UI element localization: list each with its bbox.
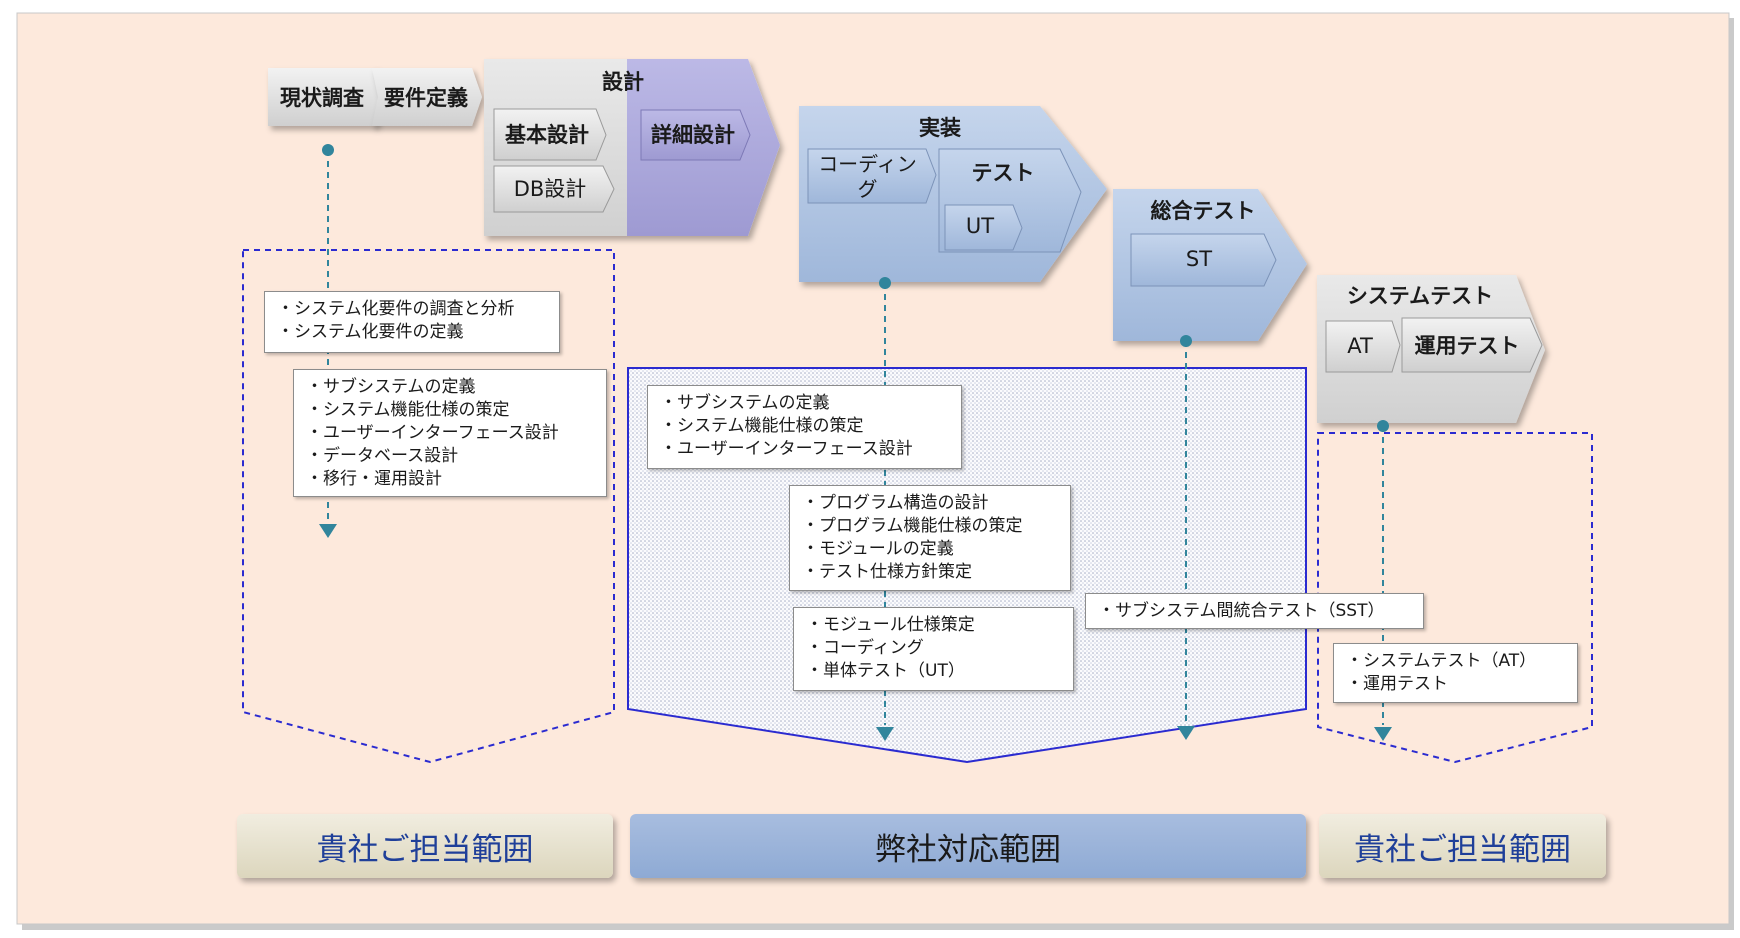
our-scope-band: 弊社対応範囲: [630, 814, 1306, 878]
task-item: ・ユーザーインターフェース設計: [306, 423, 559, 443]
detail-design-chevron: [640, 109, 751, 161]
design-title: 設計: [602, 70, 644, 94]
task-item: ・ユーザーインターフェース設計: [660, 439, 913, 459]
survey-label: 現状調査: [280, 86, 364, 110]
requirements-label: 要件定義: [384, 86, 468, 110]
at-chevron: [1325, 320, 1401, 373]
db-design-label: DB設計: [513, 177, 587, 201]
integration-task-box: ・サブシステム間統合テスト（SST）: [1085, 593, 1424, 629]
task-item: ・運用テスト: [1346, 674, 1448, 694]
basic-design-label: 基本設計: [505, 123, 589, 147]
coding-chevron: [807, 148, 937, 204]
ut-label: UT: [965, 214, 995, 238]
task-item: ・サブシステム間統合テスト（SST）: [1098, 601, 1385, 621]
implementation-title: 実装: [919, 116, 961, 140]
ut-chevron: [944, 204, 1023, 251]
client-scope-right-band: 貴社ご担当範囲: [1319, 814, 1606, 878]
task-item: ・システム化要件の定義: [277, 322, 464, 342]
detail-design-label: 詳細設計: [651, 123, 735, 147]
task-item: ・移行・運用設計: [306, 469, 442, 489]
task-item: ・モジュールの定義: [802, 539, 954, 559]
task-item: ・システム化要件の調査と分析: [277, 299, 515, 319]
task-item: ・サブシステムの定義: [306, 377, 476, 397]
task-item: ・プログラム機能仕様の策定: [802, 516, 1023, 536]
integration-title: 総合テスト: [1150, 199, 1256, 223]
basic-design-task-box: ・サブシステムの定義 ・システム機能仕様の策定 ・ユーザーインターフェース設計 …: [293, 369, 607, 497]
st-chevron: [1130, 233, 1277, 287]
at-label: AT: [1347, 334, 1373, 358]
survey-chevron: [268, 68, 382, 126]
system-test-arrow: [1374, 420, 1392, 741]
our-basic-task-box: ・サブシステムの定義 ・システム機能仕様の策定 ・ユーザーインターフェース設計: [647, 385, 962, 469]
task-item: ・サブシステムの定義: [660, 393, 830, 413]
system-test-title: システムテスト: [1346, 284, 1494, 308]
requirements-chevron: [372, 68, 482, 126]
task-item: ・システム機能仕様の策定: [660, 416, 864, 436]
db-design-chevron: [493, 165, 615, 213]
task-item: ・コーディング: [806, 638, 924, 658]
requirements-task-box: ・システム化要件の調査と分析 ・システム化要件の定義: [264, 291, 560, 353]
st-label: ST: [1185, 247, 1213, 271]
detail-design-task-box: ・プログラム構造の設計 ・プログラム機能仕様の策定 ・モジュールの定義 ・テスト…: [789, 485, 1071, 591]
task-item: ・単体テスト（UT）: [806, 661, 965, 681]
task-item: ・システム機能仕様の策定: [306, 400, 510, 420]
task-item: ・テスト仕様方針策定: [802, 562, 972, 582]
task-item: ・モジュール仕様策定: [806, 615, 975, 635]
test-label: テスト: [971, 161, 1035, 185]
implementation-task-box: ・モジュール仕様策定 ・コーディング ・単体テスト（UT）: [793, 607, 1074, 691]
integration-arrow: [1177, 335, 1195, 740]
client-scope-left-band: 貴社ご担当範囲: [237, 814, 613, 878]
task-item: ・システムテスト（AT）: [1346, 651, 1537, 671]
basic-design-chevron: [493, 108, 607, 161]
operation-test-chevron: [1401, 317, 1543, 373]
task-item: ・データベース設計: [306, 446, 459, 466]
client-scope-right-outline: [1317, 432, 1593, 764]
client-scope-left-outline: [242, 249, 615, 764]
operation-test-label: 運用テスト: [1414, 334, 1520, 358]
system-test-task-box: ・システムテスト（AT） ・運用テスト: [1333, 643, 1578, 703]
coding-label: コーディング: [818, 152, 917, 201]
task-item: ・プログラム構造の設計: [802, 493, 989, 513]
